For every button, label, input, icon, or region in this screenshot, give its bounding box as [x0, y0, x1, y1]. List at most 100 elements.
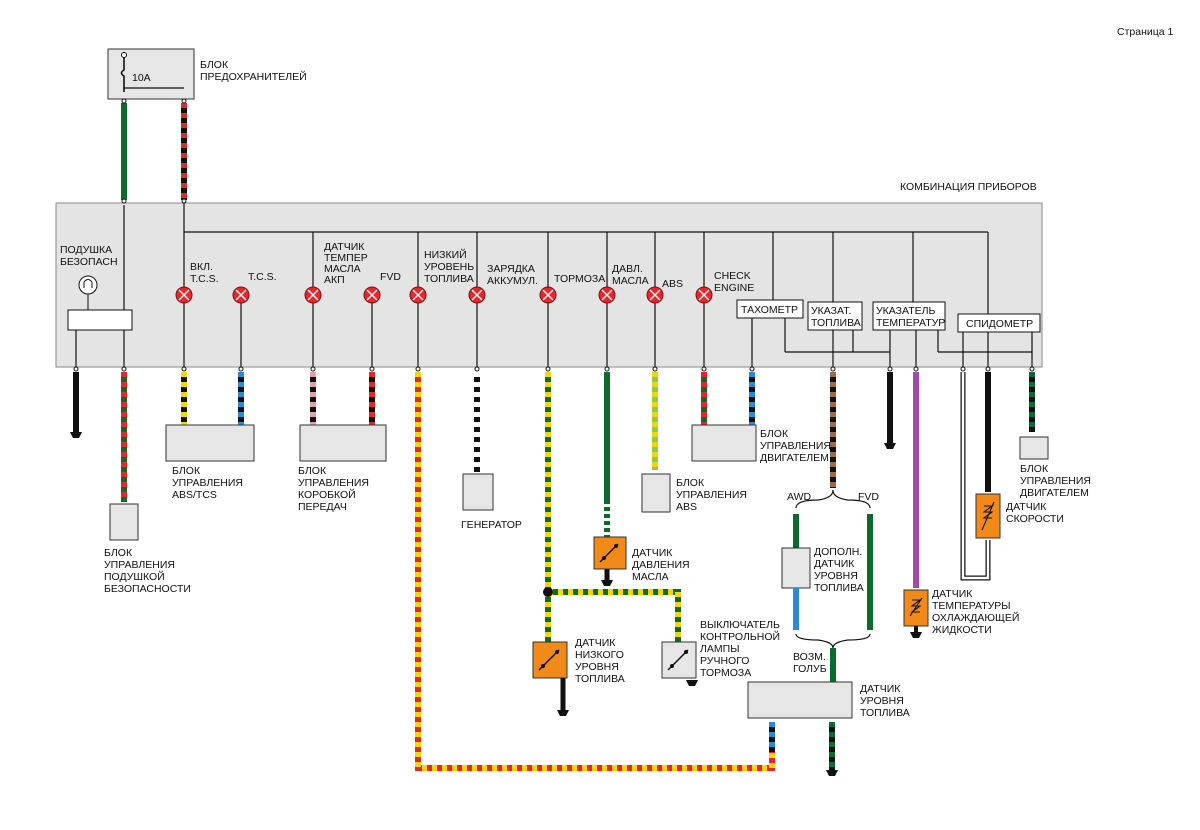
fuel-level-sensor-label-2: УРОВНЯ	[860, 695, 904, 707]
airbag-ecu-label-3: ПОДУШКОЙ	[104, 570, 165, 583]
transmission-ecu-label-3: КОРОБКОЙ	[298, 488, 356, 501]
parking-brake-label-4: РУЧНОГО	[700, 655, 749, 667]
abs-ecu-box	[641, 473, 671, 513]
lamp-label-8-1: ABS	[662, 278, 683, 290]
coolant-temp-sensor-box	[903, 589, 929, 627]
lamp-label-5-1: ЗАРЯДКА	[487, 263, 535, 275]
speed-sensor-label-2: СКОРОСТИ	[1006, 513, 1064, 525]
airbag-ecu-label-1: БЛОК	[104, 547, 133, 559]
low-fuel-sensor-label-3: УРОВНЯ	[575, 661, 619, 673]
coolant-temp-label-2: ТЕМПЕРАТУРЫ	[932, 600, 1011, 612]
ground-icon	[884, 443, 896, 449]
air-vent-label-1: ВОЗМ.	[793, 651, 826, 663]
fuse-wires	[121, 103, 187, 200]
abs-tcs-ecu-label-2: УПРАВЛЕНИЯ	[172, 477, 243, 489]
coolant-temp-label-1: ДАТЧИК	[932, 588, 973, 600]
transmission-ecu-box	[299, 424, 387, 462]
parking-brake-label-1: ВЫКЛЮЧАТЕЛЬ	[700, 619, 780, 631]
generator-box	[462, 473, 494, 511]
lamp-label-7-2: МАСЛА	[612, 275, 649, 287]
aux-fuel-sensor-label-2: ДАТЧИК	[814, 558, 855, 570]
lamp-abs	[646, 286, 664, 304]
gauge-label-2-2: ТЕМПЕРАТУР	[876, 317, 945, 329]
lamp-label-4-1: НИЗКИЙ	[424, 248, 467, 261]
gauge-speedometer	[957, 313, 1041, 333]
gauge-label-0: ТАХОМЕТР	[741, 304, 798, 316]
engine-ecu-1-label-3: ДВИГАТЕЛЕМ	[760, 452, 829, 464]
junction-dot	[543, 587, 553, 597]
lamp-label-9-1: CHECK	[714, 270, 751, 282]
engine-ecu-2-label-1: БЛОК	[1020, 463, 1049, 475]
gauge-label-2-1: УКАЗАТЕЛЬ	[876, 305, 936, 317]
speed-sensor-label-1: ДАТЧИК	[1006, 501, 1047, 513]
airbag-lamp-driver	[67, 309, 133, 331]
fuel-level-sensor-box	[747, 681, 853, 719]
airbag-ecu-label-2: УПРАВЛЕНИЯ	[104, 559, 175, 571]
ground-icon	[557, 710, 569, 716]
ground-icon	[910, 632, 922, 638]
parking-brake-label-3: ЛАМПЫ	[700, 643, 739, 655]
airbag-lamp-label-1: ПОДУШКА	[60, 244, 112, 256]
abs-tcs-ecu-label-3: ABS/TCS	[172, 489, 217, 501]
connector-pins	[73, 98, 1035, 372]
engine-ecu-1-label-1: БЛОК	[760, 428, 789, 440]
transmission-ecu-label-4: ПЕРЕДАЧ	[298, 501, 347, 513]
lamp-label-4-2: УРОВЕНЬ	[424, 261, 474, 273]
transmission-ecu-label-1: БЛОК	[298, 465, 327, 477]
lamp-label-2-1: ДАТЧИК	[324, 241, 365, 253]
ground-icon	[686, 680, 698, 686]
gauge-temperature	[872, 301, 946, 331]
lamp-label-3-1: FVD	[380, 271, 401, 283]
page-label: Страница 1	[1117, 26, 1174, 38]
variant-awd: AWD	[787, 491, 812, 503]
lamp-label-0-2: T.C.S.	[190, 273, 219, 285]
engine-ecu-2-label-2: УПРАВЛЕНИЯ	[1020, 475, 1091, 487]
lamp-label-5-2: АККУМУЛ.	[487, 275, 538, 287]
abs-tcs-ecu-label-1: БЛОК	[172, 465, 201, 477]
abs-ecu-label-1: БЛОК	[676, 477, 705, 489]
low-fuel-sensor-label-1: ДАТЧИК	[575, 637, 616, 649]
aux-fuel-sensor-box	[781, 547, 811, 589]
aux-fuel-sensor-label-3: УРОВНЯ	[814, 570, 858, 582]
lamp-tcs-on	[175, 286, 193, 304]
lamp-check-engine	[695, 286, 713, 304]
fuel-level-sensor-label-3: ТОПЛИВА	[860, 707, 910, 719]
lamp-label-1-1: T.C.S.	[248, 271, 277, 283]
engine-ecu-1-box	[691, 424, 757, 462]
airbag-ecu-box	[109, 503, 139, 541]
engine-ecu-2-label-3: ДВИГАТЕЛЕМ	[1020, 487, 1089, 499]
abs-ecu-label-3: ABS	[676, 501, 697, 513]
abs-ecu-label-2: УПРАВЛЕНИЯ	[676, 489, 747, 501]
parking-brake-label-2: КОНТРОЛЬНОЙ	[700, 630, 780, 643]
lamp-fvd	[363, 286, 381, 304]
lamp-low-fuel	[409, 286, 427, 304]
coolant-temp-label-3: ОХЛАЖДАЮЩЕЙ	[932, 611, 1019, 624]
gauge-fuel	[807, 301, 863, 331]
ground-icon	[826, 770, 838, 776]
aux-fuel-sensor-label-4: ТОПЛИВА	[814, 582, 864, 594]
parking-brake-label-5: ТОРМОЗА	[700, 667, 751, 679]
lamp-battery-charge	[468, 286, 486, 304]
lamp-label-6-1: ТОРМОЗА	[554, 273, 605, 285]
instrument-cluster: КОМБИНАЦИЯ ПРИБОРОВ ПОДУШКА БЕЗОПАСН	[55, 181, 1043, 368]
fuse-box: 10A БЛОК ПРЕДОХРАНИТЕЛЕЙ	[107, 48, 307, 100]
abs-tcs-ecu-box	[165, 424, 255, 462]
cluster-title: КОМБИНАЦИЯ ПРИБОРОВ	[900, 181, 1037, 193]
air-vent-label-2: ГОЛУБ	[793, 663, 827, 675]
lamp-label-0-1: ВКЛ.	[190, 261, 213, 273]
fuel-level-sensor-label-1: ДАТЧИК	[860, 683, 901, 695]
lamp-label-9-2: ENGINE	[714, 282, 754, 294]
low-fuel-sensor-label-2: НИЗКОГО	[575, 649, 624, 661]
transmission-ecu-label-2: УПРАВЛЕНИЯ	[298, 477, 369, 489]
ground-icon	[70, 432, 82, 438]
gauge-label-3: СПИДОМЕТР	[966, 318, 1033, 330]
lamp-at-oil-temp	[304, 286, 322, 304]
airbag-lamp-icon	[78, 275, 98, 295]
variant-fvd: FVD	[858, 491, 879, 503]
gauge-label-1-1: УКАЗАТ.	[811, 305, 851, 317]
airbag-ecu-label-4: БЕЗОПАСНОСТИ	[104, 583, 191, 595]
generator-label: ГЕНЕРАТОР	[461, 519, 522, 531]
engine-ecu-1-label-2: УПРАВЛЕНИЯ	[760, 440, 831, 452]
lamp-label-2-2: ТЕМПЕР	[324, 252, 368, 264]
